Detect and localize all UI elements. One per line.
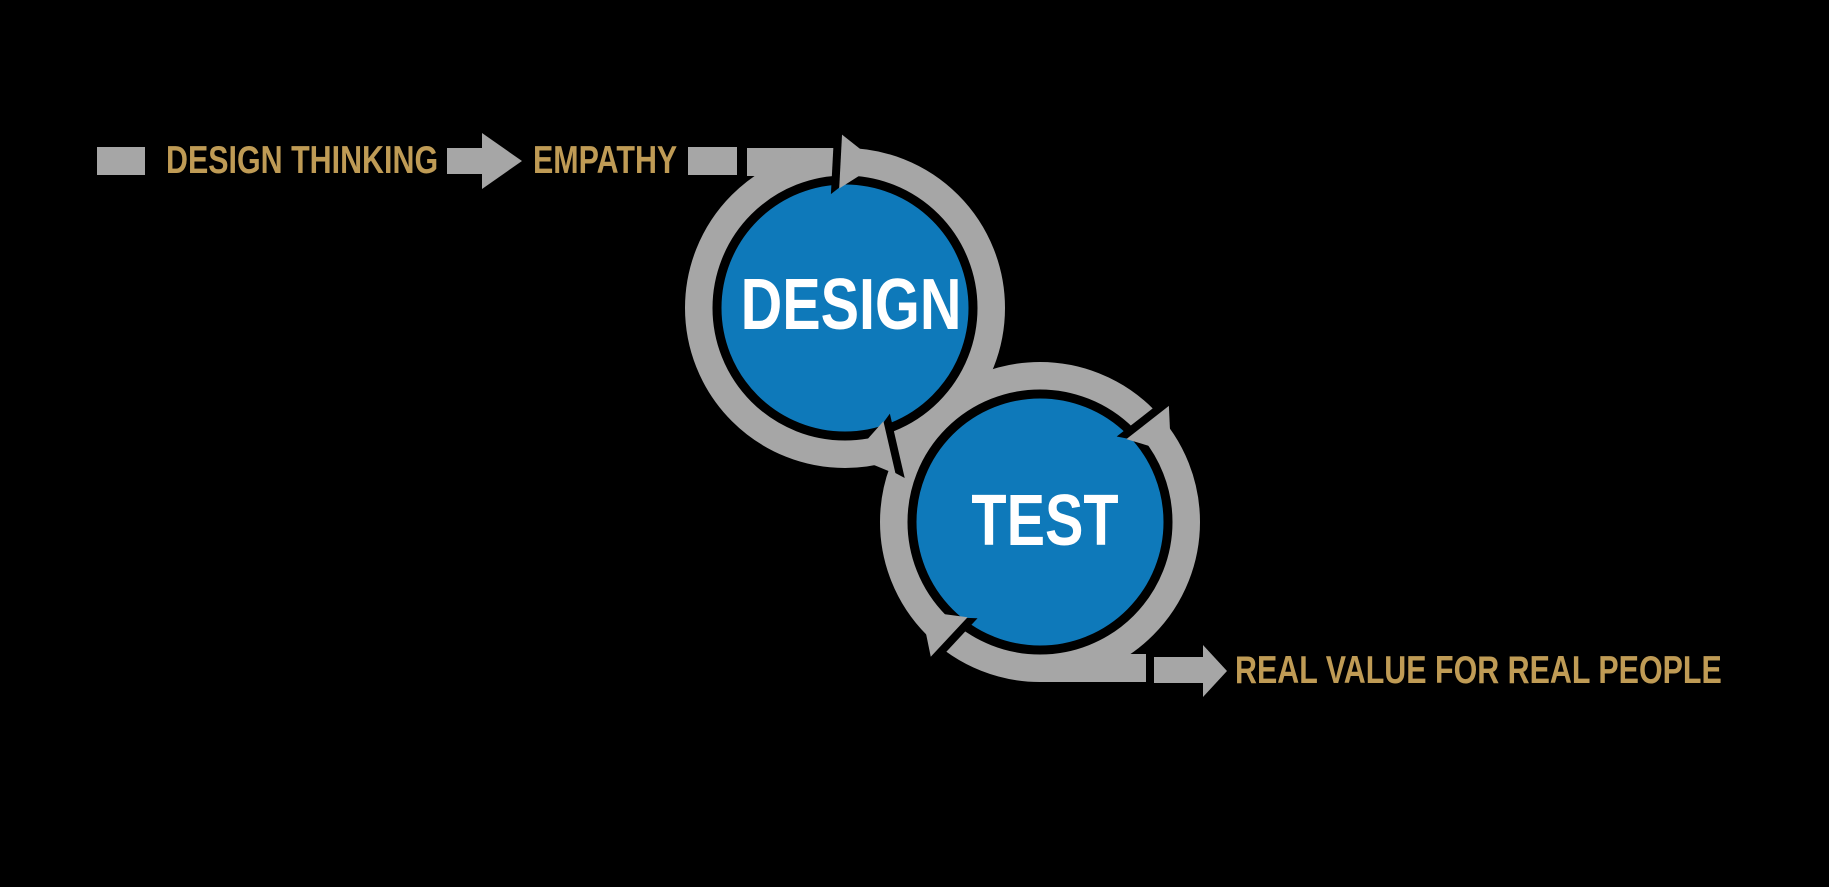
test-label: TEST xyxy=(971,481,1119,561)
cycle-arrowhead-icon xyxy=(852,413,905,478)
cycle-exit-bar xyxy=(1040,654,1146,682)
cycle-arrowhead-icon xyxy=(1116,395,1172,453)
real-value-label: REAL VALUE FOR REAL PEOPLE xyxy=(1235,649,1722,692)
design-label: DESIGN xyxy=(740,265,962,345)
arrow-right-icon xyxy=(447,133,522,189)
design-thinking-label: DESIGN THINKING xyxy=(166,139,439,182)
cycle-arrowhead-icon xyxy=(830,128,879,195)
flow-start-bar xyxy=(97,147,145,175)
arrow-right-icon xyxy=(1154,645,1227,697)
empathy-label: EMPATHY xyxy=(533,139,678,182)
test-circle xyxy=(907,389,1173,655)
cycle-arrowhead-icon xyxy=(921,611,978,667)
flow-connector-bar xyxy=(688,147,737,175)
